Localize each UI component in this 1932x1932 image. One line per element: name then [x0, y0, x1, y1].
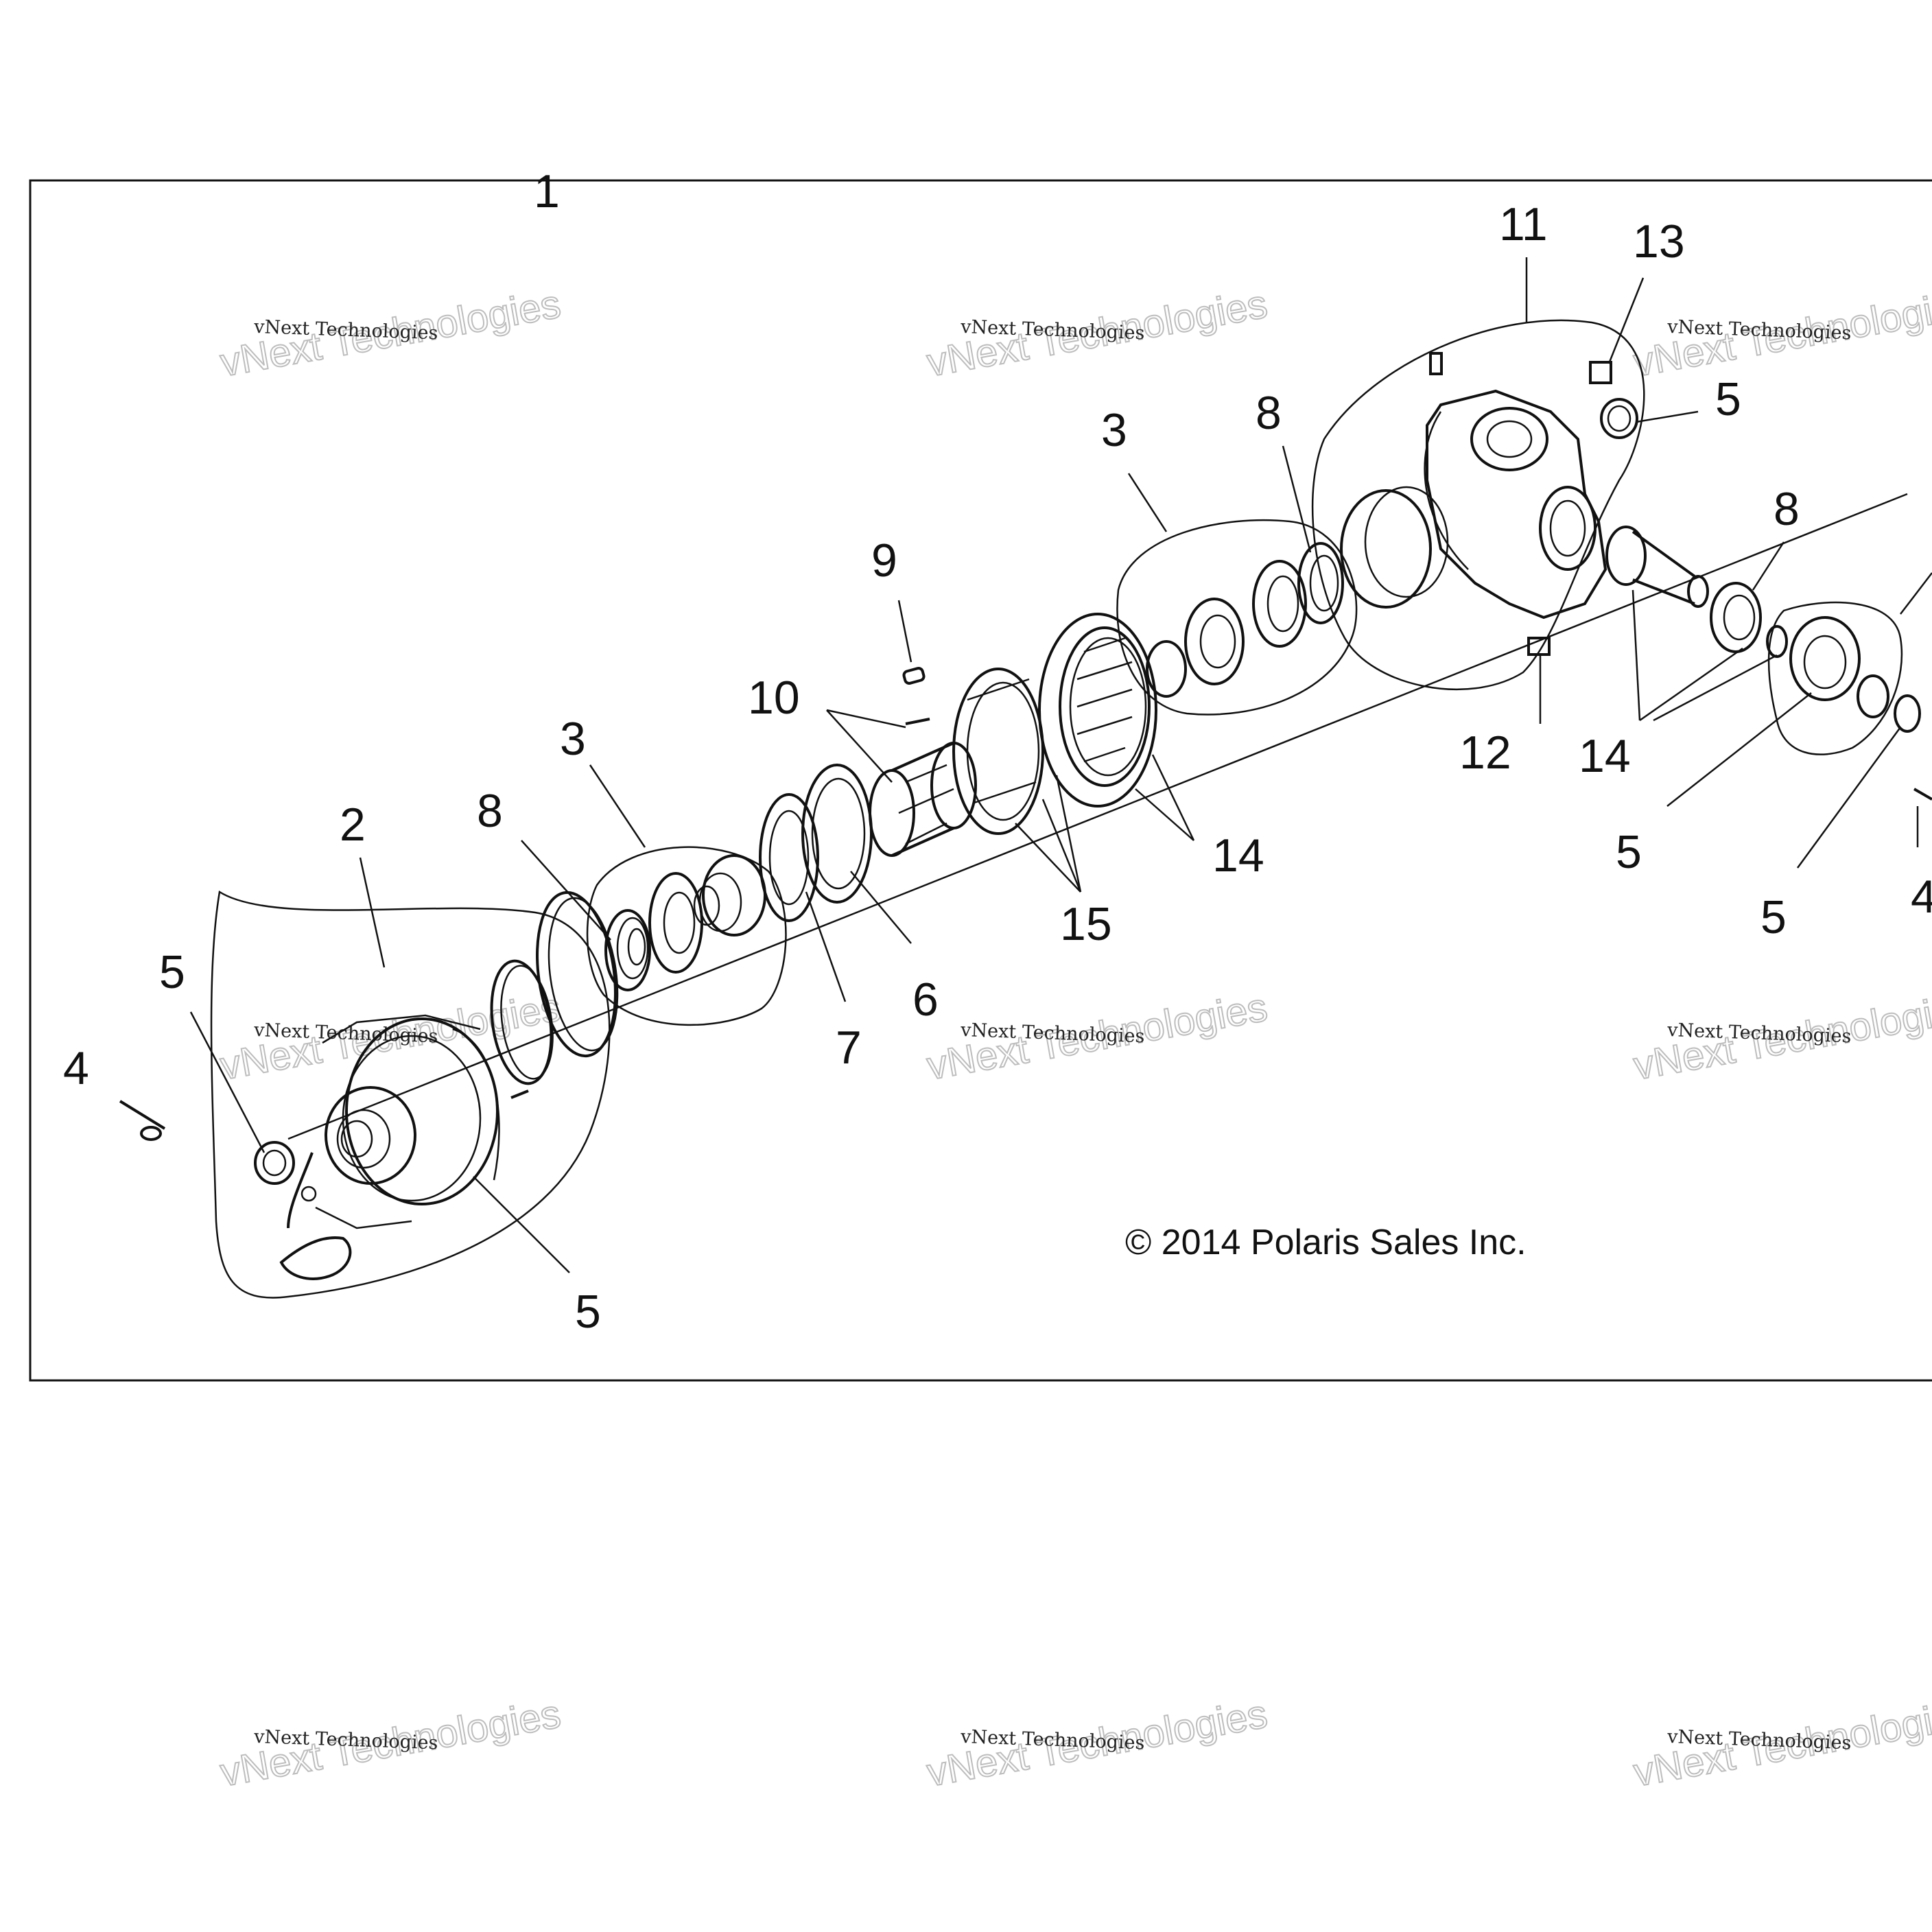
- callout-8: 8: [477, 785, 503, 837]
- part-output-shaft: [1605, 526, 1709, 608]
- watermark: vNext Technologies vNext Technologies: [1629, 984, 1932, 1089]
- part-seal-top: [1600, 398, 1638, 439]
- callout-8: 8: [1256, 387, 1282, 439]
- part-pin-10: [905, 718, 930, 725]
- callout-labels: 1 2 3 3 4 4 5 5 5 5 5 6 7 8 8 8 9 10 11 …: [63, 165, 1932, 1338]
- callout-11: 11: [1499, 198, 1548, 250]
- callout-9: 9: [871, 534, 897, 587]
- part-bearing-center: [1297, 542, 1344, 624]
- part-plate-6: [801, 764, 873, 904]
- callout-4: 4: [63, 1042, 89, 1094]
- group-bubble-3-left: [586, 846, 787, 1026]
- part-armature-plate: [952, 668, 1044, 835]
- part-cover-pin: [510, 1089, 529, 1099]
- callout-4: 4: [1911, 871, 1932, 923]
- watermark: vNext Technologies vNext Technologies: [1629, 281, 1932, 386]
- callout-1: 1: [534, 165, 560, 217]
- watermark: vNext Technologies vNext Technologies: [216, 281, 565, 386]
- leader-lines: [189, 257, 1932, 1273]
- callout-5: 5: [1616, 826, 1642, 878]
- watermark: vNext Technologies vNext Technologies: [923, 281, 1271, 386]
- watermarks: vNext Technologies vNext Technologies vN…: [216, 281, 1932, 1795]
- watermark: vNext Technologies vNext Technologies: [1629, 1690, 1932, 1795]
- callout-14: 14: [1579, 730, 1631, 782]
- callout-3: 3: [1101, 404, 1127, 456]
- callout-3: 3: [560, 713, 586, 765]
- part-main-housing: [1424, 352, 1607, 656]
- part-bearing-right: [1710, 582, 1762, 653]
- group-bubble-11: [1311, 319, 1645, 691]
- callout-7: 7: [836, 1022, 862, 1074]
- part-large-sleeve: [1340, 486, 1449, 609]
- callout-8: 8: [1774, 483, 1800, 535]
- group-bubble-right-cover: [1767, 601, 1903, 755]
- group-bubble-2: [210, 890, 611, 1299]
- part-screw-left: [119, 1100, 166, 1141]
- watermark: vNext Technologies vNext Technologies: [923, 984, 1271, 1089]
- part-seal-left: [254, 1141, 295, 1185]
- part-hub-right: [1146, 560, 1307, 698]
- callout-5: 5: [575, 1286, 601, 1338]
- part-pin-9: [902, 667, 926, 685]
- part-plate-7: [759, 793, 819, 922]
- copyright-text: © 2014 Polaris Sales Inc.: [1125, 1223, 1527, 1262]
- callout-5: 5: [1715, 373, 1741, 425]
- callout-5: 5: [1760, 891, 1787, 943]
- part-ring-gear: [1038, 613, 1157, 808]
- part-gear-left: [648, 854, 766, 974]
- group-bubble-3-right: [1116, 519, 1358, 716]
- part-screw-right: [1913, 788, 1932, 801]
- callout-13: 13: [1633, 215, 1685, 268]
- part-fill-plug: [1589, 361, 1612, 384]
- watermark: vNext Technologies vNext Technologies: [923, 1690, 1271, 1795]
- callout-2: 2: [340, 799, 366, 851]
- callout-5: 5: [159, 946, 185, 998]
- part-oring-right: [1766, 625, 1788, 658]
- part-gearcase-cover: [279, 1014, 500, 1280]
- watermark: vNext Technologies vNext Technologies: [216, 1690, 565, 1795]
- diagram-frame: [29, 179, 1932, 1382]
- part-right-cover: [1789, 616, 1921, 733]
- part-roller-cage: [869, 742, 977, 857]
- callout-12: 12: [1459, 727, 1511, 779]
- callout-10: 10: [748, 672, 800, 724]
- callout-15: 15: [1060, 898, 1112, 950]
- part-bearing-left: [604, 909, 651, 991]
- callout-6: 6: [912, 974, 939, 1026]
- assembly-axis: [287, 493, 1908, 1140]
- part-ring-small-left: [490, 959, 554, 1085]
- callout-14: 14: [1212, 829, 1264, 882]
